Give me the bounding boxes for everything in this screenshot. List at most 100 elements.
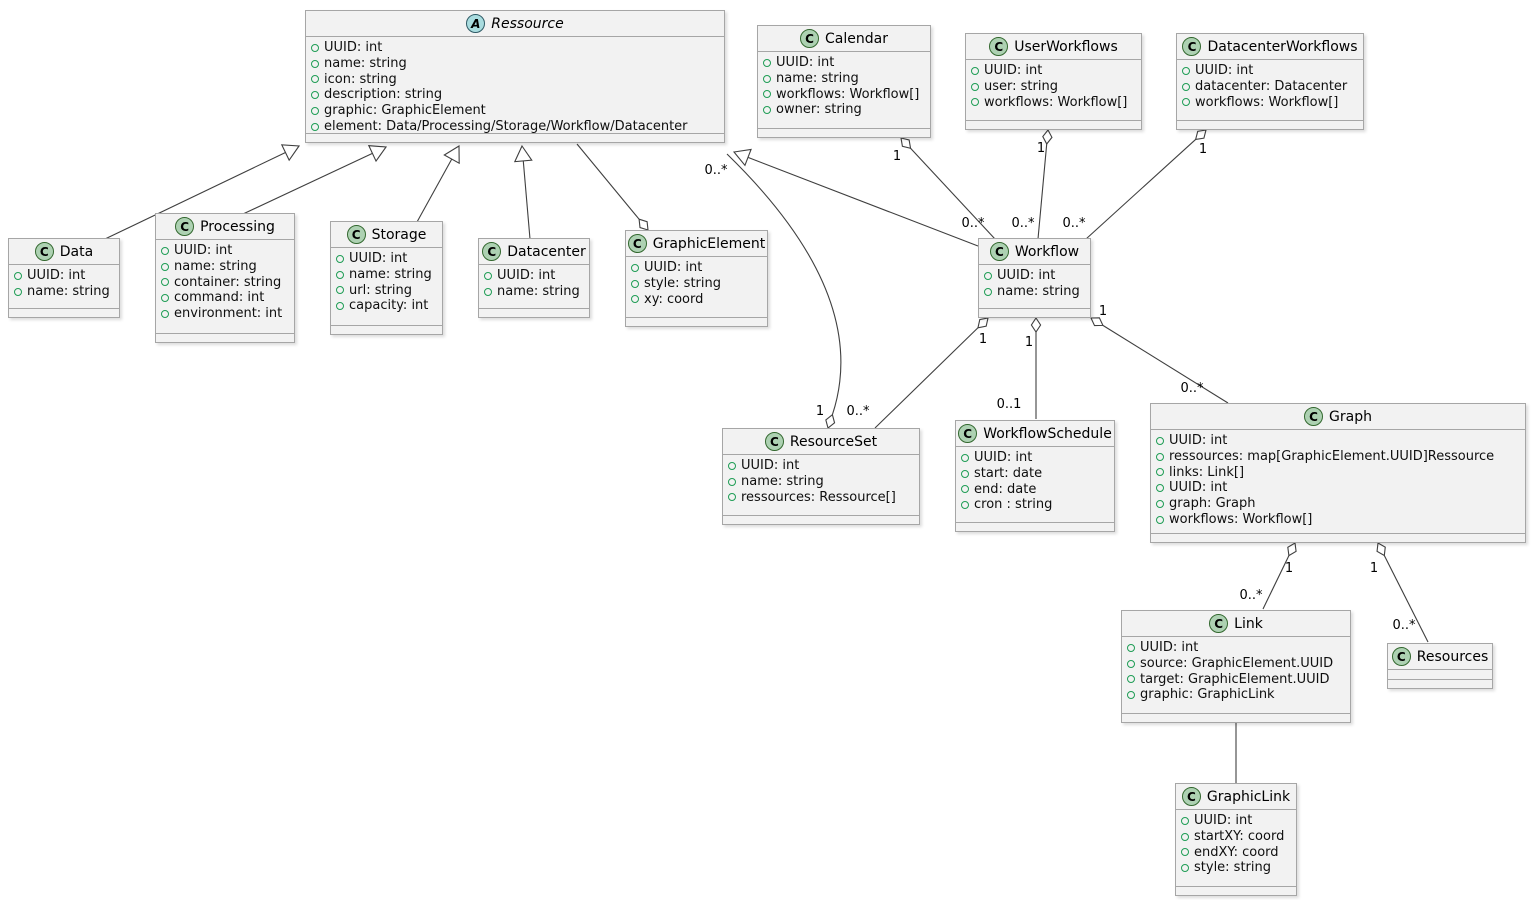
attribute-text: graph: Graph [1169,496,1256,512]
class-name: Processing [200,218,275,235]
methods-compartment [479,308,589,317]
attribute-text: target: GraphicElement.UUID [1140,671,1330,687]
class-attribute: end: date [961,482,1108,498]
attribute-text: graphic: GraphicElement [324,103,486,119]
relation-graph-link: 10..* [1239,542,1297,610]
class-name: Storage [371,226,427,243]
field-visibility-icon [971,98,979,107]
attribute-text: ressources: map[GraphicElement.UUID]Ress… [1169,448,1495,464]
field-visibility-icon [336,286,344,295]
field-visibility-icon [14,271,22,280]
field-visibility-icon [311,91,319,100]
attribute-text: end: date [974,481,1037,497]
class-attribute: name: string [984,284,1084,300]
multiplicity-label: 0..* [1180,381,1204,396]
relation-graphicelement-ressource [576,143,649,231]
class-icon: C [764,432,784,451]
relation-line [1037,143,1048,240]
methods-compartment [1177,120,1363,129]
relation-line [576,143,640,220]
field-visibility-icon [311,75,319,84]
class-icon: C [989,242,1009,261]
methods-compartment [1176,886,1296,895]
aggregation-diamond-icon [1030,316,1042,334]
multiplicity-label: 1 [1099,304,1107,319]
attribute-text: ressources: Ressource[] [741,489,896,505]
class-attribute: UUID: int [1181,813,1290,829]
class-attribute: name: string [311,56,718,72]
attribute-text: description: string [324,87,443,103]
field-visibility-icon [763,58,771,67]
relation-line [416,158,453,223]
class-attribute: owner: string [763,102,924,118]
methods-compartment [306,133,724,142]
class-attribute: command: int [161,290,288,306]
class-attribute: xy: coord [631,292,761,308]
field-visibility-icon [971,82,979,91]
inheritance-triangle-icon [513,144,533,163]
field-visibility-icon [984,287,992,296]
field-visibility-icon [961,501,969,510]
class-icon: C [627,234,647,253]
class-name: WorkflowSchedule [983,425,1112,442]
methods-compartment [9,308,119,317]
attributes-compartment [1388,670,1492,679]
attribute-text: UUID: int [776,55,835,70]
multiplicity-label: 0..1 [997,397,1022,412]
attribute-text: graphic: GraphicLink [1140,687,1275,703]
field-visibility-icon [763,90,771,99]
field-visibility-icon [1156,484,1164,493]
class-attribute: workflows: Workflow[] [1156,512,1519,528]
attribute-text: UUID: int [997,268,1056,283]
relation-line [522,160,531,240]
class-name: GraphicElement [652,235,766,252]
field-visibility-icon [1127,643,1135,652]
multiplicity-label: 0..* [1392,618,1416,633]
methods-compartment [626,317,767,326]
methods-compartment [758,128,930,137]
multiplicity-label: 0..* [1062,216,1086,231]
class-attribute: workflows: Workflow[] [763,87,924,103]
class-attribute: ressources: Ressource[] [728,490,913,506]
attribute-text: container: string [174,274,282,290]
class-attribute: workflows: Workflow[] [1182,95,1357,111]
field-visibility-icon [631,263,639,272]
field-visibility-icon [728,477,736,486]
class-attribute: name: string [161,259,288,275]
field-visibility-icon [1181,832,1189,841]
field-visibility-icon [1156,515,1164,524]
field-visibility-icon [336,270,344,279]
field-visibility-icon [311,122,319,131]
class-attribute: ressources: map[GraphicElement.UUID]Ress… [1156,449,1519,465]
attribute-text: UUID: int [1195,63,1254,78]
field-visibility-icon [161,294,169,303]
class-attribute: cron : string [961,497,1108,513]
class-name: GraphicLink [1206,788,1291,805]
aggregation-diamond-icon [1194,129,1207,141]
attribute-text: cron : string [974,497,1053,513]
field-visibility-icon [1182,98,1190,107]
class-icon: C [34,242,54,261]
field-visibility-icon [1181,816,1189,825]
class-attribute: UUID: int [484,268,583,284]
class-attribute: container: string [161,275,288,291]
relation-calendar-workflow: 10..* [893,137,996,240]
